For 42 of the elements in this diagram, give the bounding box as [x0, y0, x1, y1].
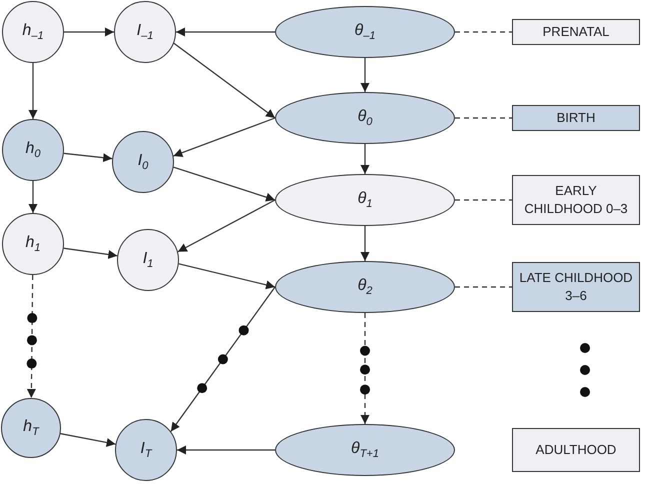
node-label: ADULTHOOD — [534, 441, 618, 459]
node-label: h$_{–1}$ — [22, 22, 44, 42]
node-label: I$_{T}$ — [140, 440, 152, 460]
stage-box — [512, 175, 640, 225]
node-label: h$_{T}$ — [23, 418, 39, 438]
stage-box — [512, 262, 640, 312]
arrow — [360, 144, 370, 174]
stage-box — [512, 19, 640, 45]
node-label: EARLY CHILDHOOD 0–3 — [523, 182, 629, 218]
arrow — [360, 58, 370, 92]
node-label: PRENATAL — [542, 23, 610, 41]
stage-box — [512, 428, 640, 472]
node-label: h$_{0}$ — [25, 140, 41, 160]
node-label: I$_{0}$ — [138, 152, 148, 172]
node-label: θ$_{–1}$ — [354, 22, 376, 42]
node-label: I$_{1}$ — [142, 250, 154, 270]
arrow — [28, 181, 38, 213]
arrow — [178, 199, 276, 252]
node-label: BIRTH — [556, 109, 596, 127]
arrow — [64, 152, 112, 162]
arrow — [28, 63, 38, 119]
arrow — [60, 433, 116, 447]
node-label: h$_{1}$ — [25, 234, 41, 254]
arrow — [64, 28, 114, 36]
arrow — [178, 263, 276, 290]
node-label: θ$_{0}$ — [358, 108, 372, 128]
arrow — [360, 313, 370, 424]
node-label: θ$_{1}$ — [358, 190, 372, 210]
arrow — [174, 42, 276, 118]
stage-box — [512, 105, 640, 131]
arrow — [360, 226, 370, 261]
arrow — [170, 286, 276, 432]
node-label: θ$_{2}$ — [358, 276, 372, 298]
arrow — [173, 166, 276, 202]
arrow — [64, 248, 118, 259]
arrow — [26, 275, 36, 398]
arrow — [173, 117, 276, 158]
arrow — [176, 28, 275, 36]
node-label: I$_{–1}$ — [136, 22, 154, 42]
arrow — [177, 446, 275, 454]
node-label: LATE CHILDHOOD 3–6 — [518, 269, 634, 305]
node-label: θ$_{T+1}$ — [351, 440, 379, 460]
